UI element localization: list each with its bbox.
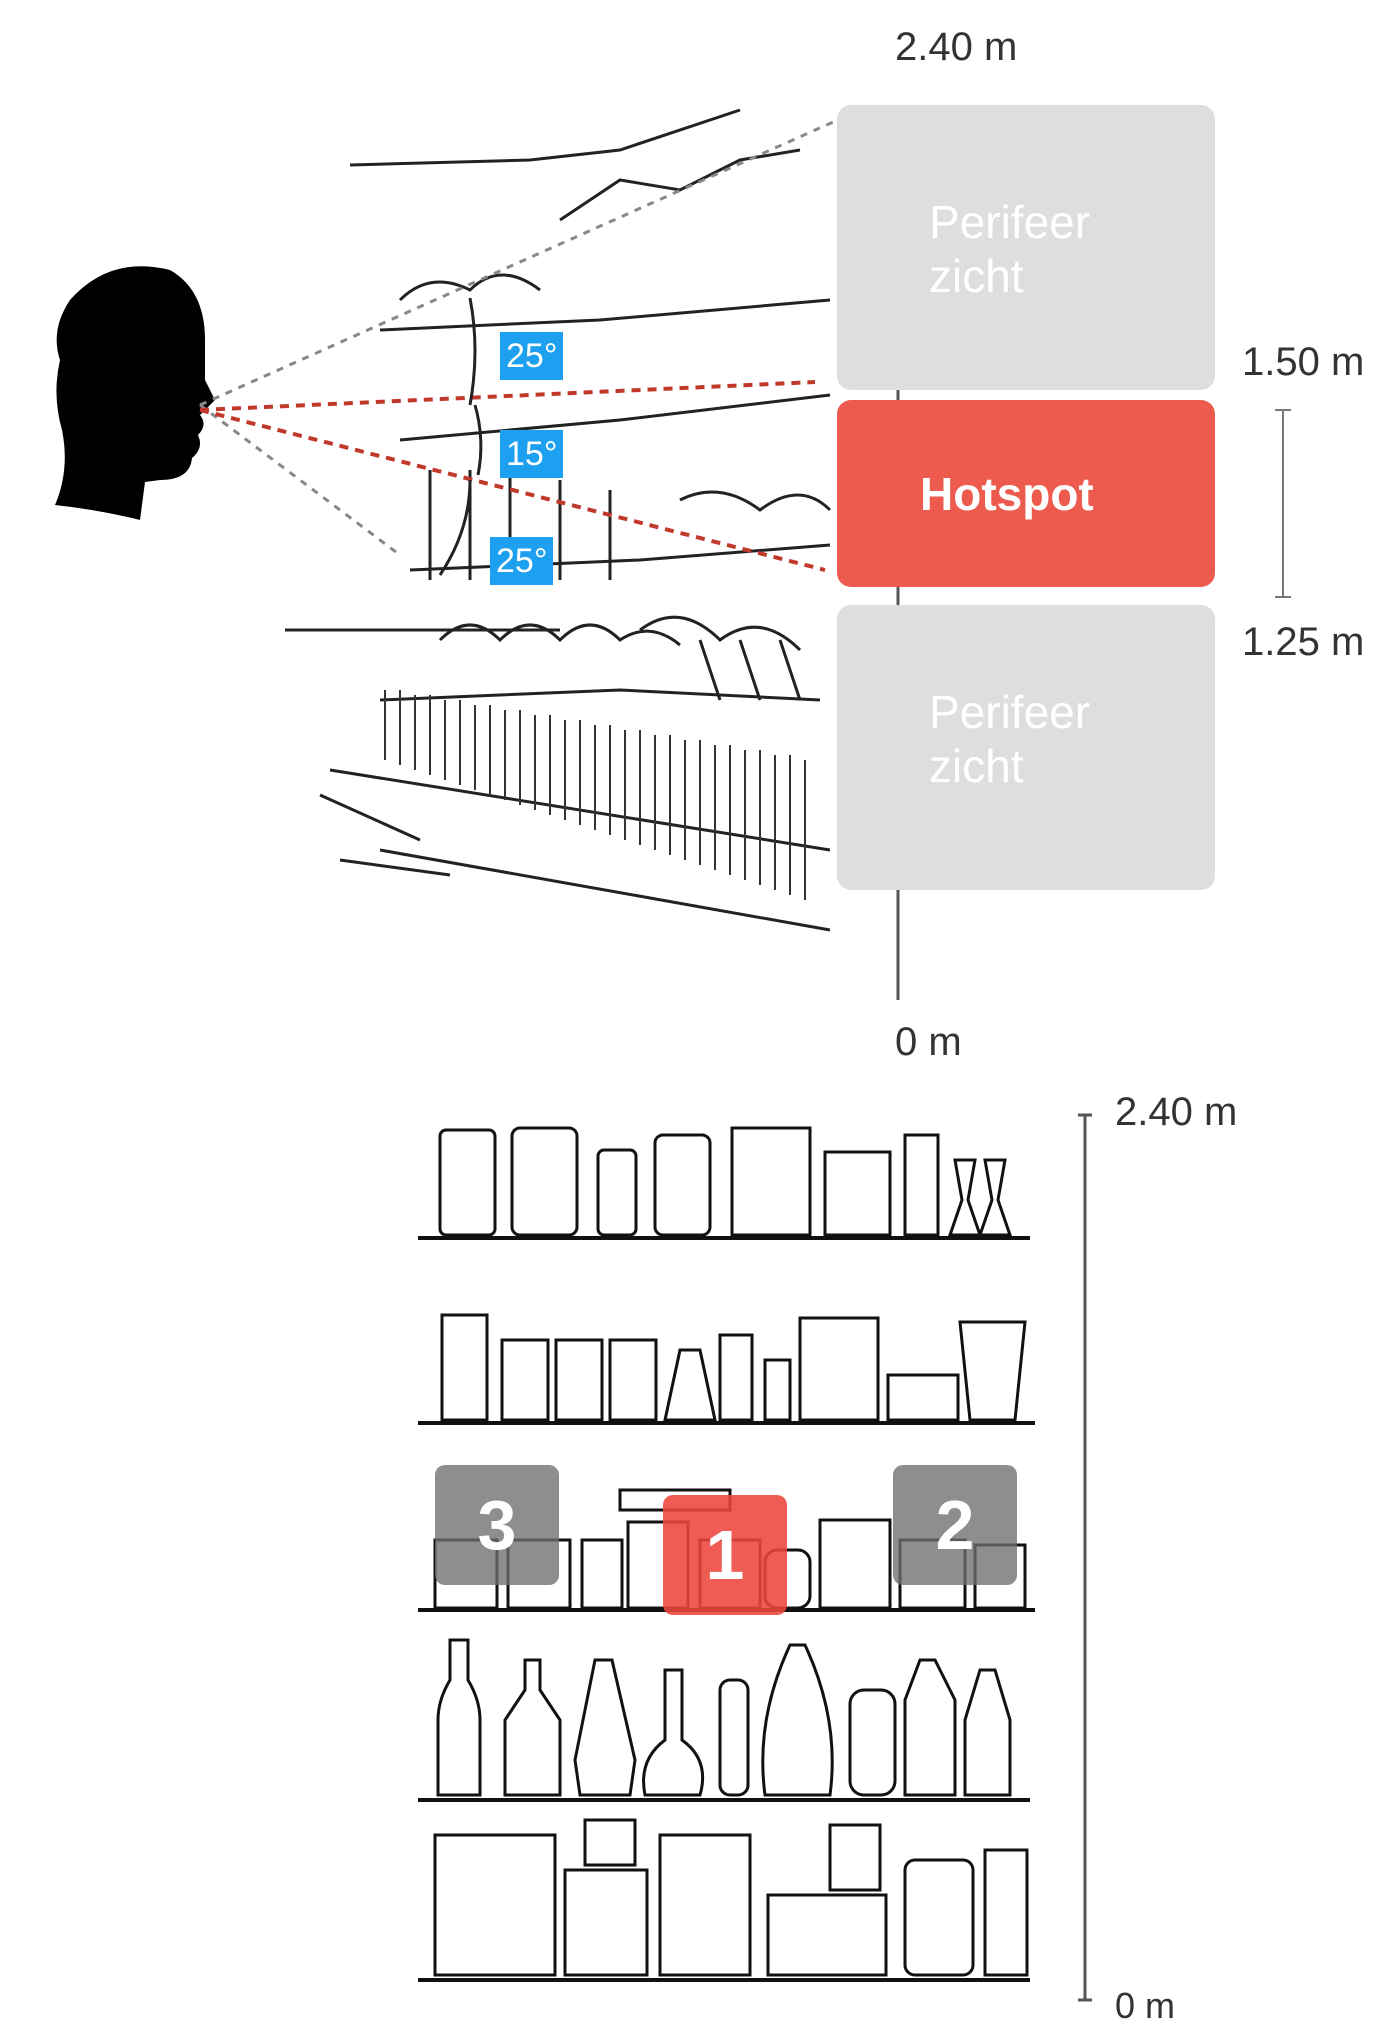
- hotspot-upper-height-label: 1.50 m: [1242, 340, 1364, 385]
- peripheral-zone-lower: Perifeer zicht: [837, 605, 1215, 890]
- bottom-height-label-min: 0 m: [1115, 1985, 1175, 2027]
- shelf-front-hatching: [385, 690, 805, 900]
- top-height-label-max: 2.40 m: [895, 25, 1017, 70]
- shelf-sketch: [285, 110, 830, 930]
- hotspot-zone-label: Hotspot: [920, 467, 1094, 521]
- hotspot-lower-height-label: 1.25 m: [1242, 620, 1364, 665]
- peripheral-zone-lower-label: Perifeer zicht: [929, 685, 1169, 793]
- peripheral-zone-upper-label: Perifeer zicht: [929, 195, 1169, 303]
- bottom-height-label-max: 2.40 m: [1115, 1090, 1237, 1135]
- position-marker-2: 2: [893, 1465, 1017, 1585]
- hotspot-range-bracket: [1275, 410, 1291, 597]
- angle-badge-middle: 15°: [500, 430, 563, 478]
- head-silhouette-icon: [55, 266, 215, 520]
- angle-badge-upper: 25°: [500, 332, 563, 380]
- angle-badge-lower: 25°: [490, 537, 553, 585]
- top-height-label-min: 0 m: [895, 1020, 962, 1065]
- peripheral-zone-upper: Perifeer zicht: [837, 105, 1215, 390]
- position-marker-3: 3: [435, 1465, 559, 1585]
- hotspot-zone: Hotspot: [837, 400, 1215, 587]
- position-marker-1: 1: [663, 1495, 787, 1615]
